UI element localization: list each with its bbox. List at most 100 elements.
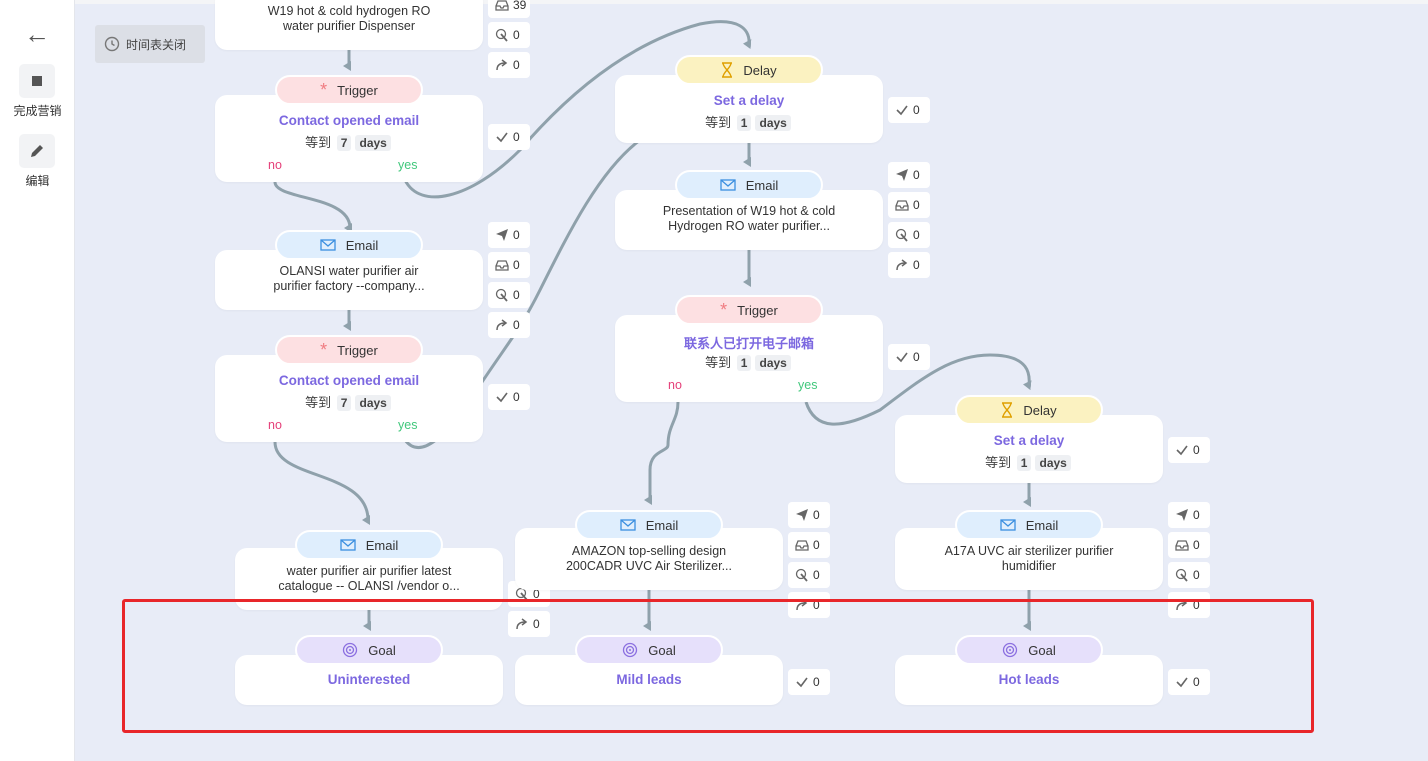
trigger-title: 联系人已打开电子邮箱 — [683, 337, 814, 352]
email-node-d[interactable]: Presentation of W19 hot & cold Hydrogen … — [615, 190, 883, 250]
tag-label: Email — [1025, 517, 1059, 533]
trigger-tag: * Trigger — [675, 295, 823, 325]
target-icon — [1003, 642, 1018, 658]
edit-button[interactable] — [19, 134, 55, 168]
stat-value: 0 — [813, 508, 820, 522]
stat-clicked: 0 — [1168, 562, 1210, 588]
email-tag: Email — [575, 510, 723, 540]
stat-value: 0 — [533, 617, 540, 631]
stat-forwarded: 0 — [488, 52, 530, 78]
goal-tag: Goal — [955, 635, 1103, 665]
email-desc-line1: water purifier air purifier latest — [286, 564, 452, 578]
finish-campaign-button[interactable] — [19, 64, 55, 98]
stat-clicked: 0 — [788, 562, 830, 588]
email-desc-line1: Presentation of W19 hot & cold — [662, 204, 836, 218]
forward-icon — [516, 618, 528, 630]
stat-sent: 0 — [488, 222, 530, 248]
stat-forwarded: 0 — [508, 611, 550, 637]
target-icon — [623, 642, 638, 658]
stat-value: 0 — [913, 258, 920, 272]
top-bar — [75, 0, 1428, 4]
email-tag: Email — [955, 510, 1103, 540]
stat-value: 0 — [813, 538, 820, 552]
inbox-icon — [495, 0, 509, 11]
email-desc-line1: A17A UVC air sterilizer purifier — [944, 544, 1114, 558]
trigger-tag: * Trigger — [275, 75, 423, 105]
tag-label: Goal — [1028, 642, 1056, 658]
asterisk-icon: * — [320, 79, 328, 100]
email-desc-line2: Hydrogen RO water purifier... — [668, 219, 830, 233]
goal-tag: Goal — [295, 635, 443, 665]
tag-label: Email — [365, 537, 399, 553]
stat-clicked: 0 — [488, 282, 530, 308]
stat-completed: 0 — [1168, 437, 1210, 463]
stat-value: 39 — [513, 0, 527, 12]
asterisk-icon: * — [720, 299, 728, 320]
goal-node-mild-leads[interactable]: Mild leads — [515, 655, 783, 705]
schedule-toggle-button[interactable]: 时间表关闭 — [95, 25, 205, 63]
pencil-icon — [31, 145, 43, 157]
finish-campaign-label: 完成营销 — [13, 104, 62, 118]
click-icon — [795, 568, 808, 582]
asterisk-icon: * — [320, 339, 328, 360]
stat-value: 0 — [1193, 598, 1200, 612]
email-tag: Email — [275, 230, 423, 260]
inbox-icon — [895, 200, 909, 211]
email-desc-line1: W19 hot & cold hydrogen RO — [267, 4, 431, 18]
branch-yes: yes — [398, 158, 418, 172]
stat-value: 0 — [1193, 538, 1200, 552]
sidebar: ← 完成营销 编辑 — [0, 0, 75, 761]
stat-sent: 0 — [788, 502, 830, 528]
stat-opened: 0 — [1168, 532, 1210, 558]
stat-value: 0 — [913, 228, 920, 242]
check-icon — [796, 677, 808, 688]
tag-label: Goal — [368, 642, 396, 658]
inbox-icon — [495, 260, 509, 271]
check-icon — [496, 392, 508, 403]
stat-opened: 39 — [488, 0, 530, 18]
email-desc-line1: AMAZON top-selling design — [571, 544, 727, 558]
branch-no: no — [268, 418, 282, 432]
back-arrow-icon[interactable]: ← — [24, 19, 50, 49]
envelope-icon — [720, 179, 736, 191]
delay-tag: Delay — [675, 55, 823, 85]
email-node-b[interactable]: OLANSI water purifier air purifier facto… — [215, 250, 483, 310]
envelope-icon — [340, 539, 356, 551]
edit-label: 编辑 — [25, 174, 50, 188]
branch-no: no — [268, 158, 282, 172]
stat-completed: 0 — [888, 344, 930, 370]
check-icon — [896, 105, 908, 116]
stat-forwarded: 0 — [888, 252, 930, 278]
forward-icon — [496, 319, 508, 331]
hourglass-icon — [1002, 402, 1013, 418]
paper-plane-icon — [796, 509, 808, 521]
delay-tag: Delay — [955, 395, 1103, 425]
forward-icon — [496, 59, 508, 71]
branch-yes: yes — [798, 378, 818, 392]
stat-sent: 0 — [1168, 502, 1210, 528]
branch-no: no — [668, 378, 682, 392]
email-node-top[interactable]: W19 hot & cold hydrogen RO water purifie… — [215, 0, 483, 50]
stat-opened: 0 — [488, 252, 530, 278]
stat-value: 0 — [913, 198, 920, 212]
click-icon — [495, 28, 508, 42]
hourglass-icon — [722, 62, 733, 78]
clock-icon — [104, 36, 120, 52]
envelope-icon — [620, 519, 636, 531]
goal-title: Uninterested — [327, 672, 411, 687]
stat-value: 0 — [513, 58, 520, 72]
stat-value: 0 — [513, 390, 520, 404]
stat-opened: 0 — [888, 192, 930, 218]
tag-label: Delay — [1023, 402, 1057, 418]
trigger-title: Contact opened email — [278, 373, 420, 388]
trigger-title: Contact opened email — [278, 113, 420, 128]
goal-tag: Goal — [575, 635, 723, 665]
tag-label: Email — [745, 177, 779, 193]
